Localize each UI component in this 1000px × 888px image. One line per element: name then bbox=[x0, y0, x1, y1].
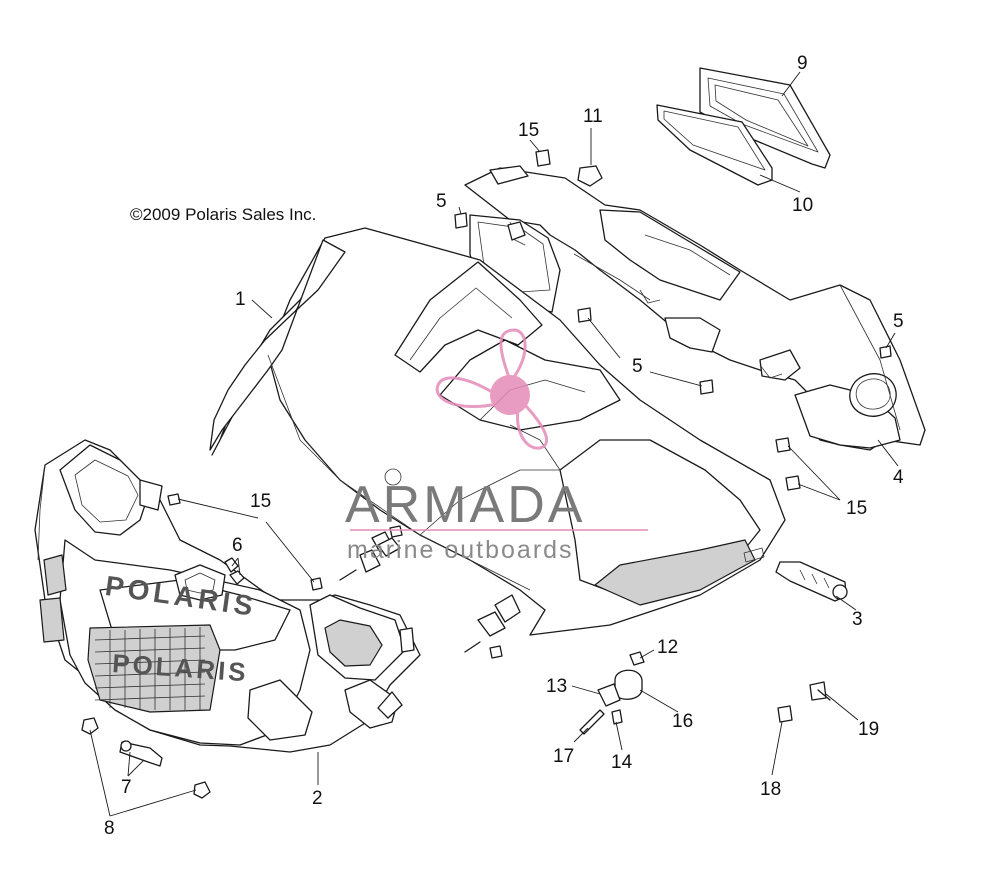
part-13-clip bbox=[597, 683, 621, 707]
watermark-title: ARMADA bbox=[345, 476, 585, 534]
part-4-dash-panel bbox=[464, 165, 926, 451]
part-11-nut bbox=[577, 165, 603, 187]
part-5-screws bbox=[454, 212, 892, 395]
copyright-notice: ©2009 Polaris Sales Inc. bbox=[130, 205, 316, 224]
part-3-grab-handle bbox=[775, 561, 848, 602]
watermark-subtitle: marine outboards bbox=[347, 536, 574, 564]
callout-1: 1 bbox=[235, 289, 246, 310]
callout-5-middle: 5 bbox=[632, 356, 643, 377]
watermark-logo: ARMADA marine outboards bbox=[345, 328, 648, 564]
callout-5-upper: 5 bbox=[436, 191, 447, 212]
part-2-front-fascia bbox=[34, 439, 421, 753]
callout-10: 10 bbox=[792, 195, 813, 216]
callout-5-right: 5 bbox=[893, 311, 904, 332]
callout-8: 8 bbox=[104, 818, 115, 839]
callout-15-top: 15 bbox=[518, 120, 539, 141]
callout-15-left: 15 bbox=[250, 491, 271, 512]
callout-12: 12 bbox=[657, 637, 678, 658]
callout-9: 9 bbox=[797, 53, 808, 74]
part-10-seal bbox=[656, 104, 773, 186]
callout-7: 7 bbox=[121, 777, 132, 798]
callout-2: 2 bbox=[312, 788, 323, 809]
callout-3: 3 bbox=[852, 609, 863, 630]
callout-16: 16 bbox=[672, 711, 693, 732]
part-16-bushing bbox=[614, 669, 643, 700]
part-1-hood bbox=[209, 227, 786, 636]
callout-4: 4 bbox=[893, 467, 904, 488]
part-14-screw bbox=[611, 709, 623, 725]
callout-13: 13 bbox=[546, 676, 567, 697]
part-6-fasteners bbox=[224, 557, 245, 585]
callout-6: 6 bbox=[232, 535, 243, 556]
part-17-bolt bbox=[579, 709, 605, 735]
callout-18: 18 bbox=[760, 779, 781, 800]
leader-lines bbox=[89, 71, 899, 817]
callout-19: 19 bbox=[858, 719, 879, 740]
part-15-fasteners bbox=[167, 149, 801, 591]
callout-11: 11 bbox=[583, 106, 603, 127]
part-8-nuts bbox=[81, 717, 211, 799]
callout-labels: 1 2 3 4 5 5 5 6 7 8 9 10 11 12 13 14 15 … bbox=[104, 53, 904, 839]
part-18-clip bbox=[777, 705, 793, 723]
mount-bracket-center bbox=[339, 525, 403, 581]
callout-15-right: 15 bbox=[846, 498, 867, 519]
part-19-pushpin bbox=[809, 681, 831, 701]
callout-17: 17 bbox=[553, 746, 574, 767]
part-12-nut bbox=[629, 651, 645, 666]
part-7-pins bbox=[119, 740, 163, 767]
callout-14: 14 bbox=[611, 752, 633, 773]
mount-bracket-right bbox=[464, 594, 521, 659]
